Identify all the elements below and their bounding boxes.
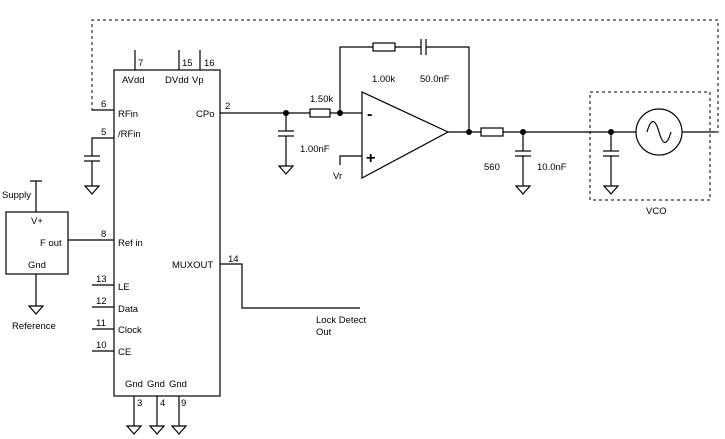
gnd-label: Gnd bbox=[28, 260, 46, 271]
opamp-triangle bbox=[361, 91, 450, 180]
output-resistor bbox=[480, 127, 504, 137]
bottom-pins: Gnd Gnd Gnd 3 4 9 bbox=[125, 379, 188, 435]
ground-icon bbox=[602, 185, 620, 195]
feedback-capacitor-value: 50.0nF bbox=[420, 74, 450, 85]
pin-label-vp: Vp bbox=[192, 75, 204, 86]
feedback-resistor-value: 1.00k bbox=[372, 74, 395, 85]
ground-icon bbox=[170, 425, 188, 435]
pin-label-gnd: Gnd bbox=[169, 379, 187, 390]
series-resistor bbox=[309, 108, 331, 118]
pin-number: 9 bbox=[181, 398, 186, 409]
pll-chip-body bbox=[113, 69, 221, 397]
series-resistor-value: 1.50k bbox=[310, 94, 333, 105]
pin-label-le: LE bbox=[118, 282, 130, 293]
vco-block: VCO bbox=[589, 91, 716, 217]
pin-label-cpo: CPo bbox=[196, 109, 214, 120]
pin-label-data: Data bbox=[118, 304, 139, 315]
rfin-bypass-capacitor bbox=[83, 155, 101, 195]
ground-icon bbox=[125, 425, 143, 435]
pin-number: 5 bbox=[101, 127, 106, 138]
ground-icon bbox=[514, 185, 532, 195]
pin-number: 15 bbox=[182, 58, 193, 69]
pin-label-gnd: Gnd bbox=[125, 379, 143, 390]
fout-label: F out bbox=[40, 238, 62, 249]
pin-label-refin: Ref in bbox=[118, 238, 143, 249]
pin-label-dvdd: DVdd bbox=[165, 75, 189, 86]
vco-label: VCO bbox=[646, 206, 667, 217]
pin-number: 16 bbox=[204, 58, 215, 69]
left-pins: 6 RFin 5 /RFin 8 Ref in 13 LE 12 Data 11… bbox=[68, 99, 143, 358]
ground-icon bbox=[277, 165, 295, 175]
loop-filter: 1.00nF 1.50k 1.00k 50.0nF - + Vr 560 10 bbox=[277, 39, 636, 195]
opamp-plus-sign: + bbox=[366, 150, 375, 167]
pin-number: 6 bbox=[101, 99, 106, 110]
ground-icon bbox=[148, 425, 166, 435]
sine-wave-icon bbox=[646, 120, 672, 144]
ground-icon bbox=[27, 305, 45, 315]
pin-number: 7 bbox=[138, 58, 143, 69]
pin-number: 11 bbox=[96, 318, 106, 329]
pin-number: 2 bbox=[225, 101, 230, 112]
pin-label-rfin: RFin bbox=[118, 109, 138, 120]
opamp-minus-sign: - bbox=[367, 106, 372, 123]
right-pins: CPo 2 MUXOUT 14 bbox=[172, 101, 360, 309]
shunt-capacitor-value: 1.00nF bbox=[300, 144, 330, 155]
pin-label-ce: CE bbox=[118, 347, 131, 358]
pin-number: 4 bbox=[160, 398, 165, 409]
pin-label-avdd: AVdd bbox=[122, 75, 145, 86]
output-resistor-value: 560 bbox=[484, 162, 500, 173]
pin-label-nrfin: /RFin bbox=[118, 129, 141, 140]
pin-number: 3 bbox=[137, 398, 142, 409]
pin-number: 8 bbox=[101, 229, 106, 240]
pin-label-muxout: MUXOUT bbox=[172, 260, 213, 271]
pin-label-gnd: Gnd bbox=[147, 379, 165, 390]
pin-number: 12 bbox=[96, 296, 107, 307]
top-pins: 7 15 16 AVdd DVdd Vp bbox=[122, 50, 215, 86]
vr-label: Vr bbox=[333, 171, 342, 182]
lock-detect-label: Out bbox=[316, 327, 332, 338]
supply-label: Supply bbox=[2, 190, 31, 201]
lock-detect-label: Lock Detect bbox=[316, 315, 367, 326]
pin-number: 10 bbox=[96, 340, 107, 351]
rf-feedback-path bbox=[91, 19, 719, 133]
reference-label: Reference bbox=[12, 321, 56, 332]
pin-label-clock: Clock bbox=[118, 325, 142, 336]
reference-oscillator: Supply V+ F out Gnd Reference bbox=[2, 180, 69, 332]
output-capacitor-value: 10.0nF bbox=[537, 162, 567, 173]
vplus-label: V+ bbox=[31, 216, 43, 227]
pin-number: 14 bbox=[228, 254, 239, 265]
feedback-resistor bbox=[372, 42, 396, 52]
pin-number: 13 bbox=[96, 274, 107, 285]
